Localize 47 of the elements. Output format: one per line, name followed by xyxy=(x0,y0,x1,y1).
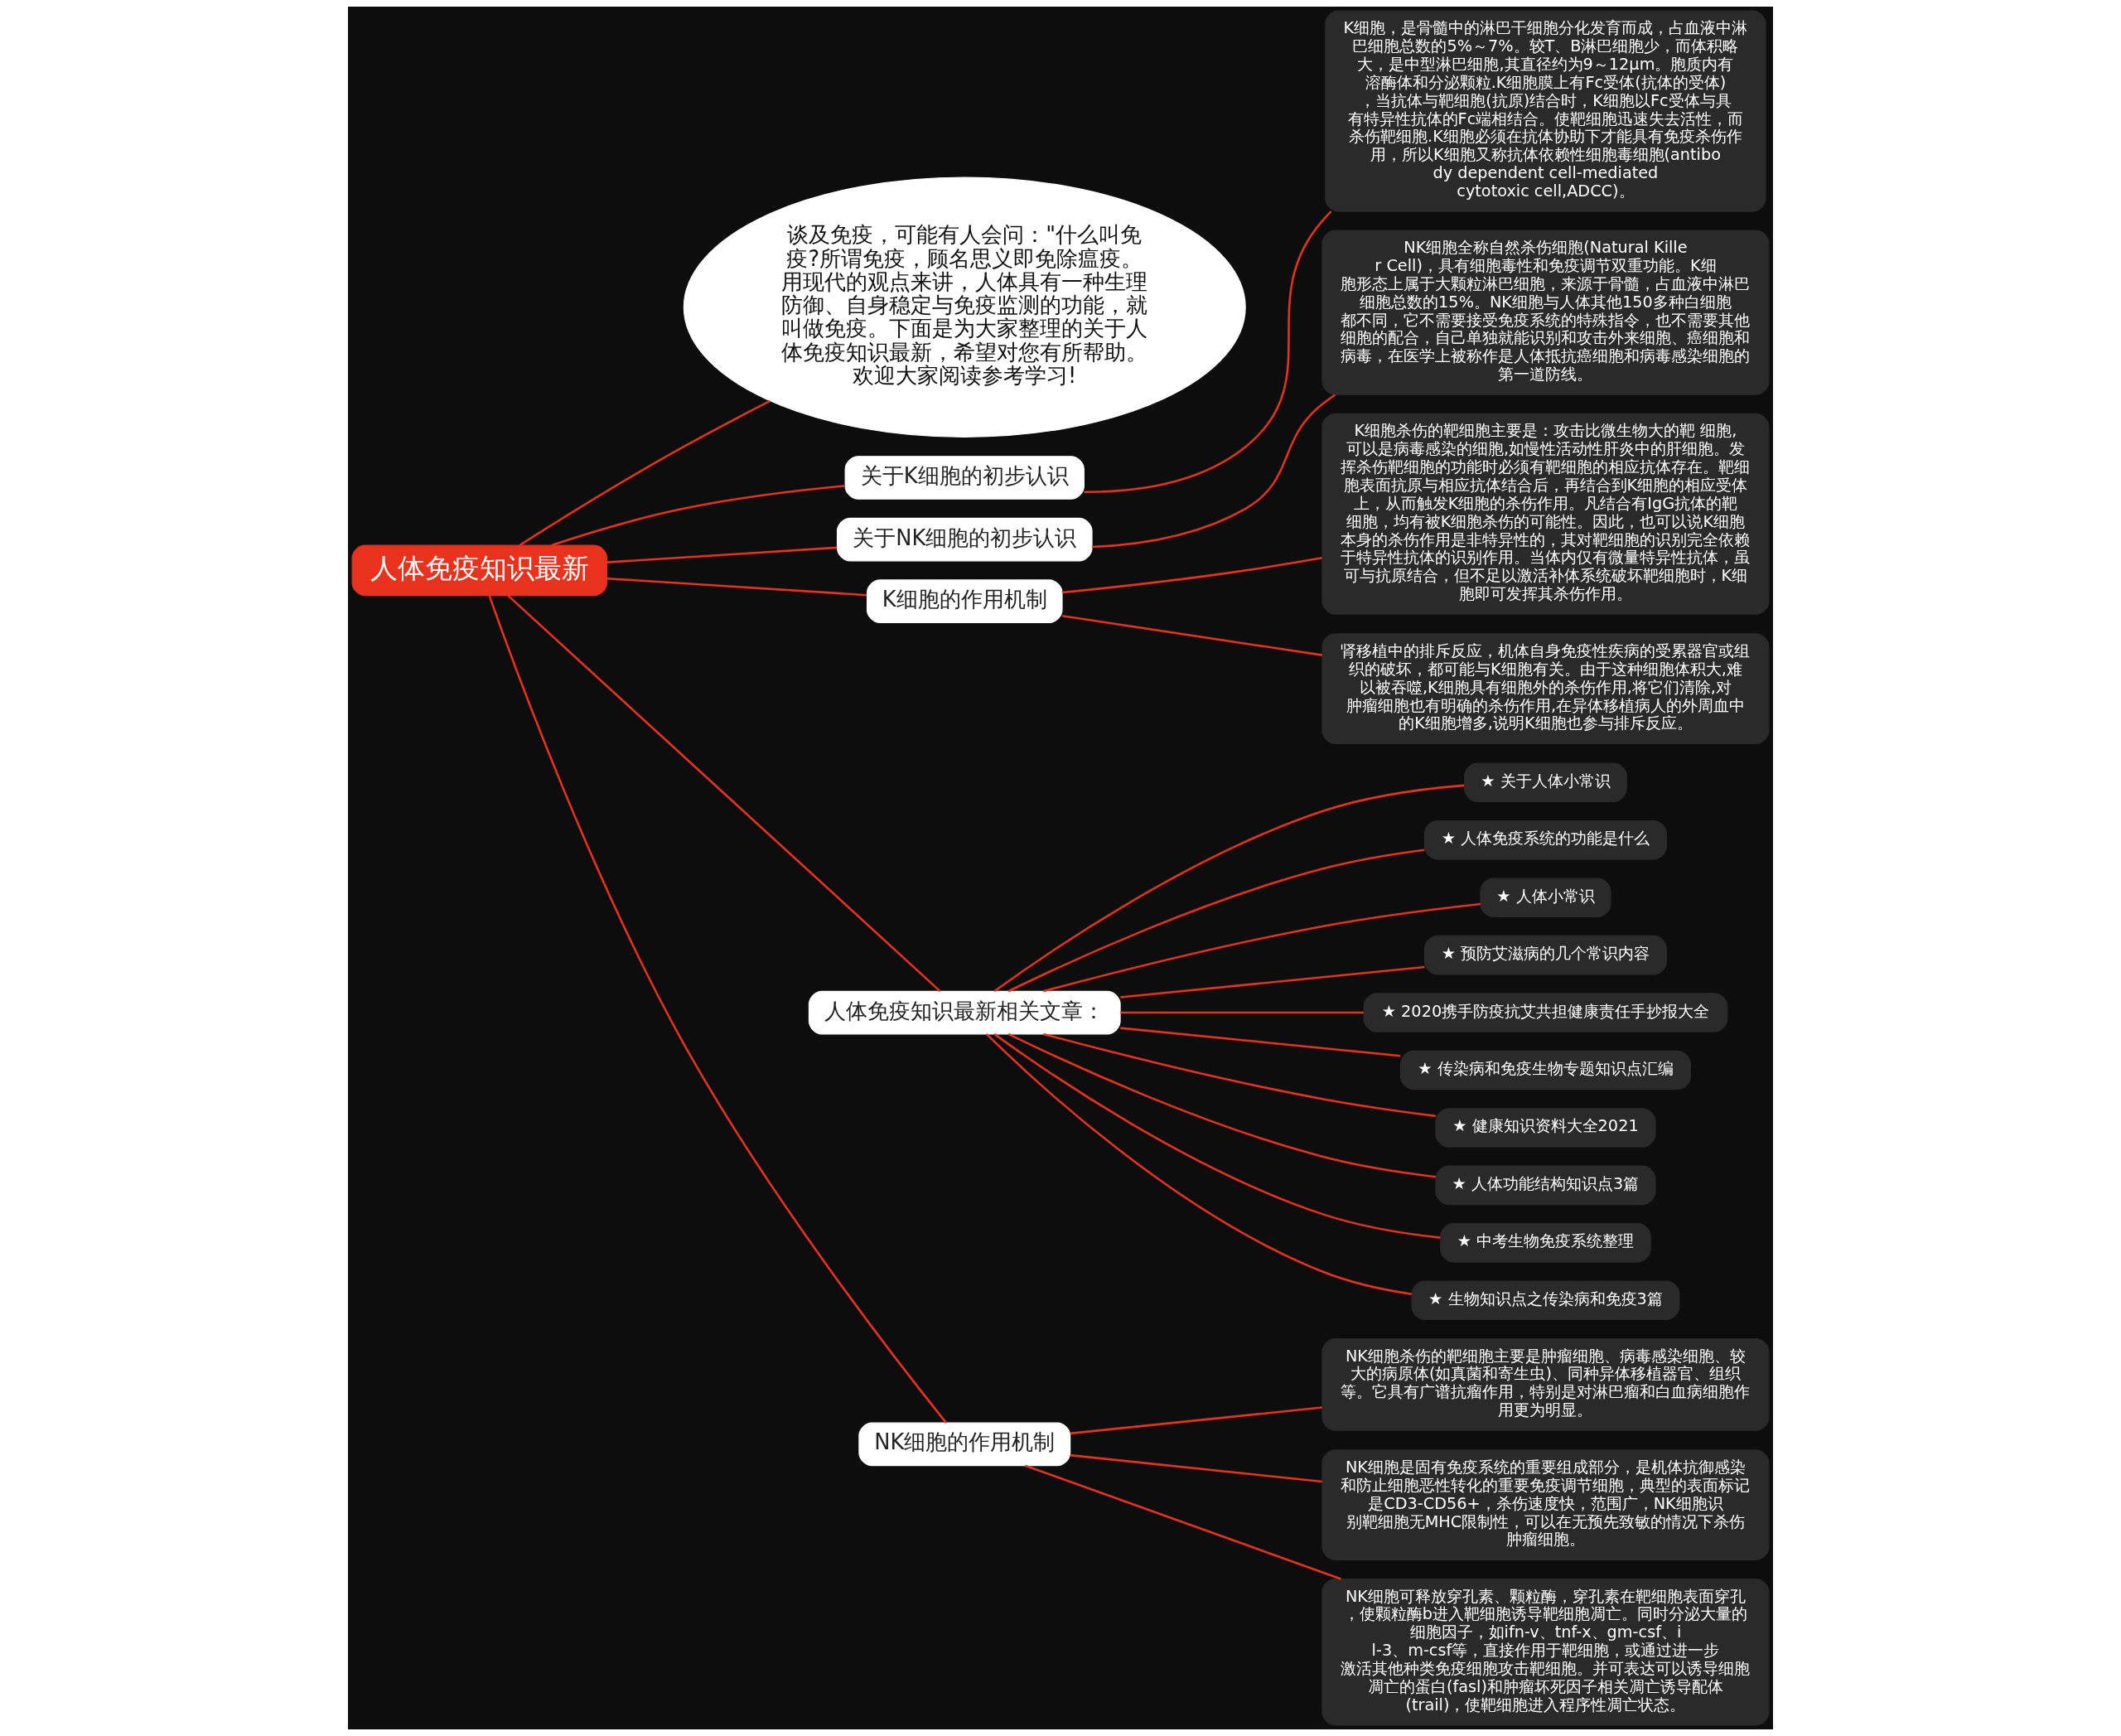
node-box: ★ 预防艾滋病的几个常识内容 xyxy=(1423,935,1668,975)
node-box: ★ 2020携手防疫抗艾共担健康责任手抄报大全 xyxy=(1363,993,1728,1032)
connector xyxy=(606,546,838,563)
connector xyxy=(1084,210,1332,493)
node-box: 关于K细胞的初步认识 xyxy=(844,456,1085,500)
node-box: ★ 中考生物免疫系统整理 xyxy=(1440,1223,1651,1263)
node-box: ★ 人体免疫系统的功能是什么 xyxy=(1423,820,1668,860)
node-box: 肾移植中的排斥反应，机体自身免疫性疾病的受累器官或组织的破坏，都可能与K细胞有关。由于这种细胞体积大,难以被吞噬,K细胞具有细胞外的杀伤作用,将它们清除,对肿瘤细胞也有明确的杀伤作用,在异体移植病人的外周血中的K细胞增多,说明K细胞也参与排斥反应。 xyxy=(1321,633,1770,744)
connector xyxy=(1043,902,1481,993)
node-box: ★ 关于人体小常识 xyxy=(1464,762,1627,803)
node-box: 人体免疫知识最新 xyxy=(351,544,608,597)
connector xyxy=(519,399,771,547)
connector xyxy=(1070,1406,1322,1435)
node-box: NK细胞的作用机制 xyxy=(858,1422,1071,1467)
connector xyxy=(507,594,941,993)
node-box: ★ 传染病和免疫生物专题知识点汇编 xyxy=(1399,1050,1691,1090)
node-box: ★ 生物知识点之传染病和免疫3篇 xyxy=(1411,1280,1680,1321)
connector xyxy=(1070,1453,1322,1483)
node-box: NK细胞杀伤的靶细胞主要是肿瘤细胞、病毒感染细胞、较大的病原体(如真菌和寄生虫)、同种异体移植器官、组织等。它具有广谱抗瘤作用，特别是对淋巴瘤和白血病细胞作用更为明显。 xyxy=(1321,1337,1770,1431)
node-box: K细胞杀伤的靶细胞主要是：攻击比微生物大的靶 细胞,可以是病毒感染的细胞,如慢性活动性肝炎中的肝细胞。发挥杀伤靶细胞的功能时必须有靶细胞的相应抗体存在。靶细胞表面抗原与相应抗体结合后，再结合到K细胞的相应受体上，从而触发K细胞的杀伤作用。凡结合有IgG抗体的靶细胞，均有被K细胞杀伤的可能性。因此，也可以说K细胞本身的杀伤作用是非特异性的，其对靶细胞的识别完全依赖于特异性抗体的识别作用。当体内仅有微量特异性抗体，虽可与抗原结合，但不足以激活补体系统破坏靶细胞时，K细胞即可发挥其杀伤作用。 xyxy=(1321,413,1770,615)
node-box: NK细胞是固有免疫系统的重要组成部分，是机体抗御感染和防止细胞恶性转化的重要免疫调节细胞，典型的表面标记是CD3-CD56+，杀伤速度快，范围广，NK细胞识别靶细胞无MHC限制性，可以在无预先致敏的情况下杀伤肿瘤细胞。 xyxy=(1321,1449,1770,1561)
connector xyxy=(1043,1032,1436,1118)
connector xyxy=(1061,557,1322,594)
node-ellipse: 谈及免疫，可能有人会问："什么叫免疫?所谓免疫，顾名思义即免除瘟疫。用现代的观点来讲，人体具有一种生理防御、自身稳定与免疫监测的功能，就叫做免疫。下面是为大家整理的关于人体免疫知识最新，希望对您有所帮助。欢迎大家阅读参考学习! xyxy=(683,177,1246,438)
node-box: ★ 健康知识资料大全2021 xyxy=(1435,1108,1656,1148)
connector xyxy=(1120,1027,1401,1057)
node-box: 关于NK细胞的初步认识 xyxy=(836,517,1093,562)
node-box: NK细胞可释放穿孔素、颗粒酶，穿孔素在靶细胞表面穿孔，使颗粒酶b进入靶细胞诱导靶细胞凋亡。同时分泌大量的细胞因子，如ifn-v、tnf-x、gm-csf、il-3、m-csf等，直接作用于靶细胞，或通过进一步激活其他种类免疫细胞攻击靶细胞。并可表达可以诱导细胞凋亡的蛋白(fasl)和肿瘤坏死因子相关凋亡诱导配体(trail)，使靶细胞进入程序性凋亡状态。 xyxy=(1321,1578,1770,1726)
node-box: NK细胞全称自然杀伤细胞(Natural Killer Cell)，具有细胞毒性和免疫调节双重功能。K细胞形态上属于大颗粒淋巴细胞，来源于骨髓，占血液中淋巴细胞总数的15%。NK细胞与人体其他150多种白细胞都不同，它不需要接受免疫系统的特殊指令，也不需要其他细胞的配合，自己单独就能识别和攻击外来细胞、癌细胞和病毒，在医学上被称作是人体抵抗癌细胞和病毒感染细胞的第一道防线。 xyxy=(1321,230,1770,395)
connector xyxy=(1091,394,1336,549)
connector xyxy=(1120,1011,1364,1014)
node-box: 人体免疫知识最新相关文章： xyxy=(808,990,1121,1035)
connector xyxy=(1061,615,1323,656)
node-box: K细胞的作用机制 xyxy=(866,579,1063,624)
node-box: ★ 人体功能结构知识点3篇 xyxy=(1435,1165,1656,1206)
connector xyxy=(1007,1032,1437,1178)
connector xyxy=(1007,849,1425,993)
connector xyxy=(993,784,1465,993)
connector xyxy=(993,1032,1441,1239)
node-box: K细胞，是骨髓中的淋巴干细胞分化发育而成，占血液中淋巴细胞总数的5%～7%。较T、B淋巴细胞少，而体积略大，是中型淋巴细胞,其直径约为9～12μm。胞质内有溶酶体和分泌颗粒.K细胞膜上有Fc受体(抗体的受体)，当抗体与靶细胞(抗原)结合时，K细胞以Fc受体与具有特异性抗体的Fc端相结合。使靶细胞迅速失去活性，而杀伤靶细胞.K细胞必须在抗体协助下才能具有免疫杀伤作用，所以K细胞又称抗体依赖性细胞毒细胞(antibody dependent cell-mediated cytotoxic cell,ADCC)。 xyxy=(1325,10,1766,212)
connector xyxy=(1024,1464,1341,1580)
connector xyxy=(1120,965,1425,999)
connector xyxy=(488,595,947,1424)
connector xyxy=(606,577,867,597)
connector xyxy=(551,485,845,547)
node-box: ★ 人体小常识 xyxy=(1480,878,1611,917)
connector xyxy=(985,1032,1412,1295)
